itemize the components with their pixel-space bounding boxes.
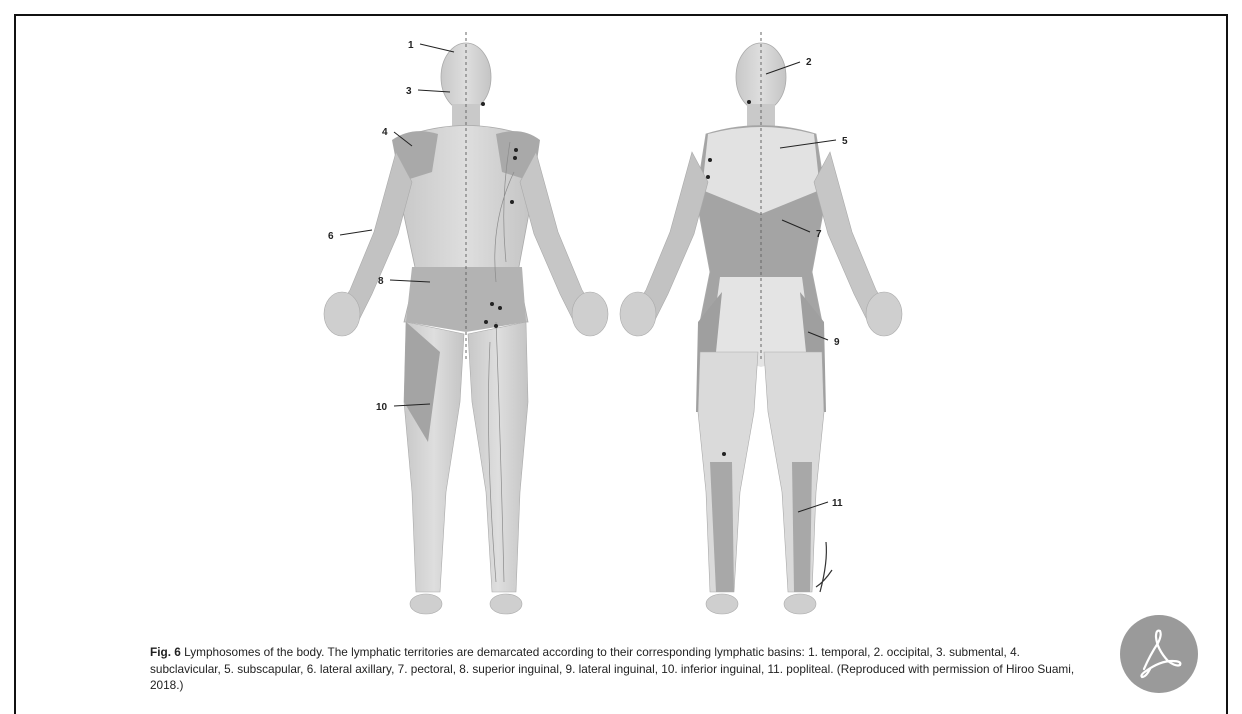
callout-1: 1 <box>408 40 414 51</box>
callout-7: 7 <box>816 229 822 240</box>
callout-11: 11 <box>832 498 843 509</box>
figure-caption: Fig. 6 Lymphosomes of the body. The lymp… <box>150 644 1080 694</box>
callout-2: 2 <box>806 57 812 68</box>
caption-text: Lymphosomes of the body. The lymphatic t… <box>150 645 1074 692</box>
callout-6: 6 <box>328 231 334 242</box>
callout-5: 5 <box>842 136 848 147</box>
caption-label: Fig. 6 <box>150 645 181 659</box>
callout-10: 10 <box>376 402 388 413</box>
adobe-acrobat-icon[interactable] <box>1120 615 1198 693</box>
back-body <box>620 32 902 614</box>
lymphosome-figure: 1 2 3 4 5 6 7 8 9 10 11 <box>300 22 920 632</box>
callout-3: 3 <box>406 86 412 97</box>
callout-4: 4 <box>382 127 388 138</box>
callout-9: 9 <box>834 337 840 348</box>
callout-8: 8 <box>378 276 384 287</box>
front-body <box>324 32 608 614</box>
